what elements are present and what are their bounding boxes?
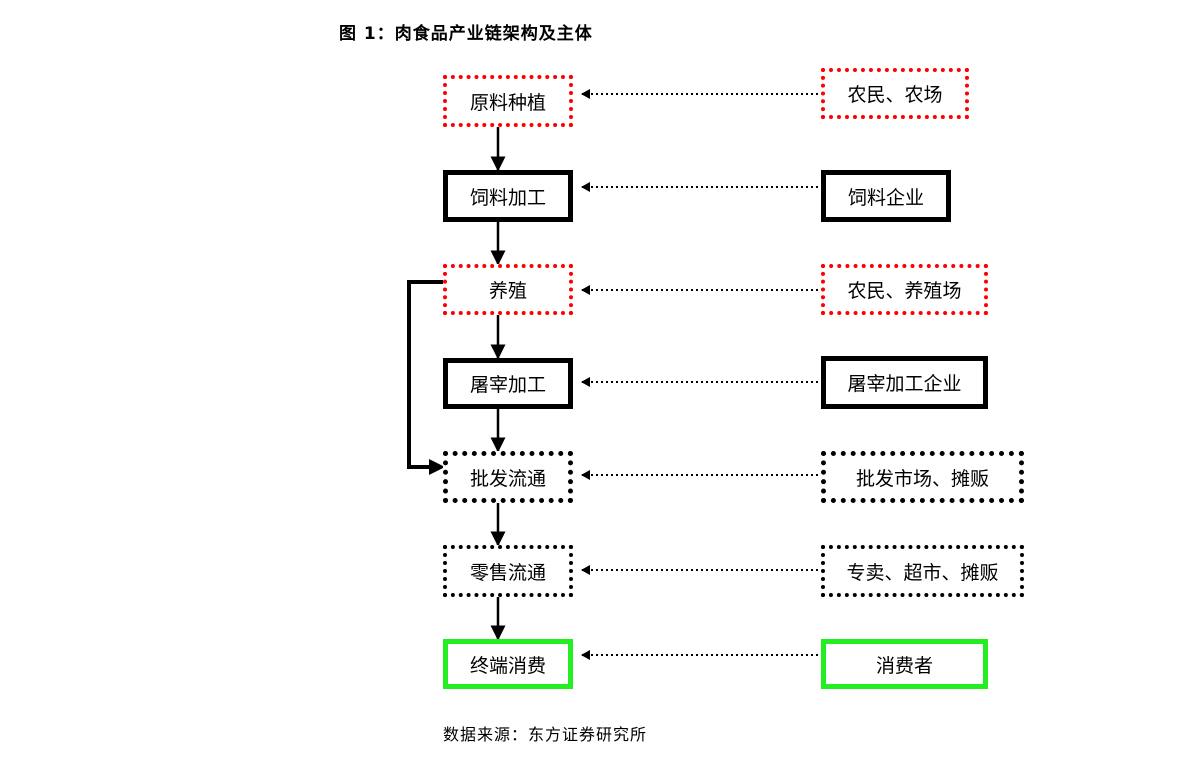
- entity-wholesale-markets-vendors: 批发市场、摊贩: [821, 451, 1024, 503]
- entity-feed-companies: 饲料企业: [821, 170, 951, 222]
- entity-label: 农民、养殖场: [847, 280, 962, 302]
- stage-label: 零售流通: [469, 561, 546, 584]
- stage-wholesale-distribution: 批发流通: [443, 451, 573, 503]
- entity-stores-supermarkets-vendors: 专卖、超市、摊贩: [821, 545, 1024, 597]
- entity-label: 批发市场、摊贩: [855, 467, 989, 490]
- entity-label: 消费者: [875, 654, 933, 677]
- stage-label: 原料种植: [469, 91, 546, 114]
- entity-label: 农民、农场: [847, 84, 943, 106]
- source-note: 数据来源：东方证券研究所: [443, 725, 648, 744]
- stage-retail-distribution: 零售流通: [443, 545, 573, 597]
- stage-feed-processing: 饲料加工: [443, 170, 573, 222]
- entity-farmers-breeding-farms: 农民、养殖场: [821, 264, 988, 315]
- stage-label: 终端消费: [469, 654, 546, 677]
- stage-raw-material-planting: 原料种植: [443, 75, 573, 127]
- stage-breeding: 养殖: [443, 264, 573, 315]
- stage-end-consumption: 终端消费: [443, 639, 573, 689]
- stage-slaughter-processing: 屠宰加工: [443, 358, 573, 409]
- entity-arrowheads: [581, 89, 590, 660]
- entity-slaughter-companies: 屠宰加工企业: [821, 356, 988, 409]
- entity-label: 专卖、超市、摊贩: [846, 561, 999, 584]
- stage-label: 批发流通: [469, 467, 546, 490]
- entity-connectors: [582, 93, 818, 656]
- entity-label: 屠宰加工企业: [847, 373, 962, 395]
- entity-farmers-farms: 农民、农场: [821, 68, 969, 119]
- entity-consumers: 消费者: [821, 639, 988, 689]
- bypass-arrow-head: [429, 459, 445, 475]
- bypass-arrow: [407, 280, 445, 469]
- stage-label: 饲料加工: [469, 186, 546, 209]
- stage-label: 屠宰加工: [469, 374, 546, 396]
- figure-title: 图 1：肉食品产业链架构及主体: [339, 24, 593, 44]
- entity-label: 饲料企业: [847, 186, 924, 209]
- stage-label: 养殖: [488, 280, 527, 302]
